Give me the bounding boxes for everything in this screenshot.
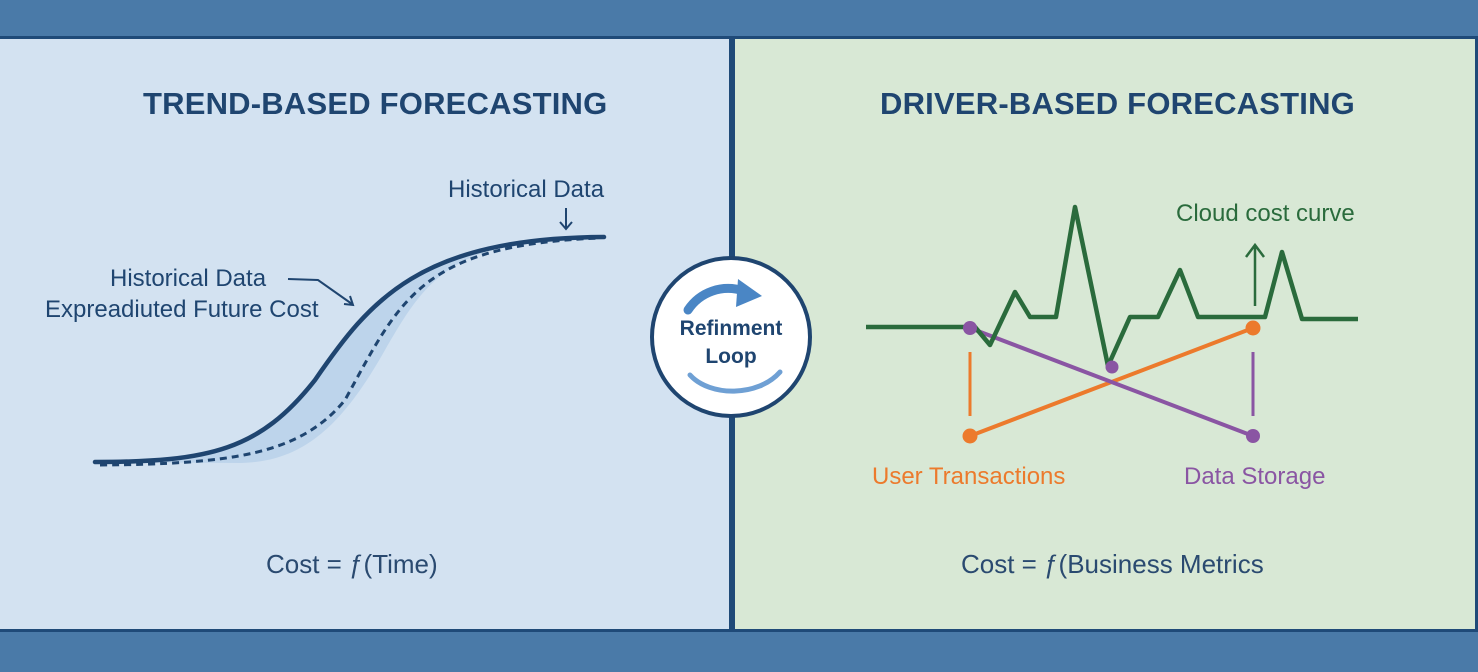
intersection-node xyxy=(1105,360,1119,374)
cloud-cost-curve xyxy=(866,204,1358,369)
cloud-cost-curve-label: Cloud cost curve xyxy=(1176,200,1355,227)
historical-data-arrow xyxy=(559,208,573,231)
driver-formula: Cost = ƒ(Business Metrics xyxy=(961,549,1264,579)
cloud-curve-up-arrow xyxy=(1245,242,1265,306)
expedited-pointer-arrow xyxy=(287,278,355,307)
transactions-start-node xyxy=(962,428,978,444)
data-storage-label: Data Storage xyxy=(1184,463,1326,490)
driver-based-panel xyxy=(732,36,1478,632)
historical-data-label: Historical Data xyxy=(110,265,267,292)
trend-panel-title: TREND-BASED FORECASTING xyxy=(143,86,608,121)
bottom-frame-band xyxy=(0,634,1478,672)
historical-cost-curve xyxy=(92,234,607,465)
transactions-end-node xyxy=(1245,320,1261,336)
trend-formula: Cost = ƒ(Time) xyxy=(266,549,438,579)
historical-data-label-top: Historical Data xyxy=(448,176,605,203)
future-cost-curve xyxy=(99,236,601,467)
expedited-future-cost-label: Expreadiuted Future Cost xyxy=(45,296,319,323)
loop-label-line2: Loop xyxy=(705,345,757,368)
loop-label-line1: Refinment xyxy=(679,317,783,340)
storage-end-node xyxy=(1246,429,1260,443)
forecast-gap-area xyxy=(95,237,600,463)
storage-driver-line xyxy=(969,326,1254,438)
driver-panel-title: DRIVER-BASED FORECASTING xyxy=(880,86,1355,121)
top-frame-band xyxy=(0,0,1478,36)
user-transactions-label: User Transactions xyxy=(872,463,1066,490)
storage-start-node xyxy=(963,321,977,335)
